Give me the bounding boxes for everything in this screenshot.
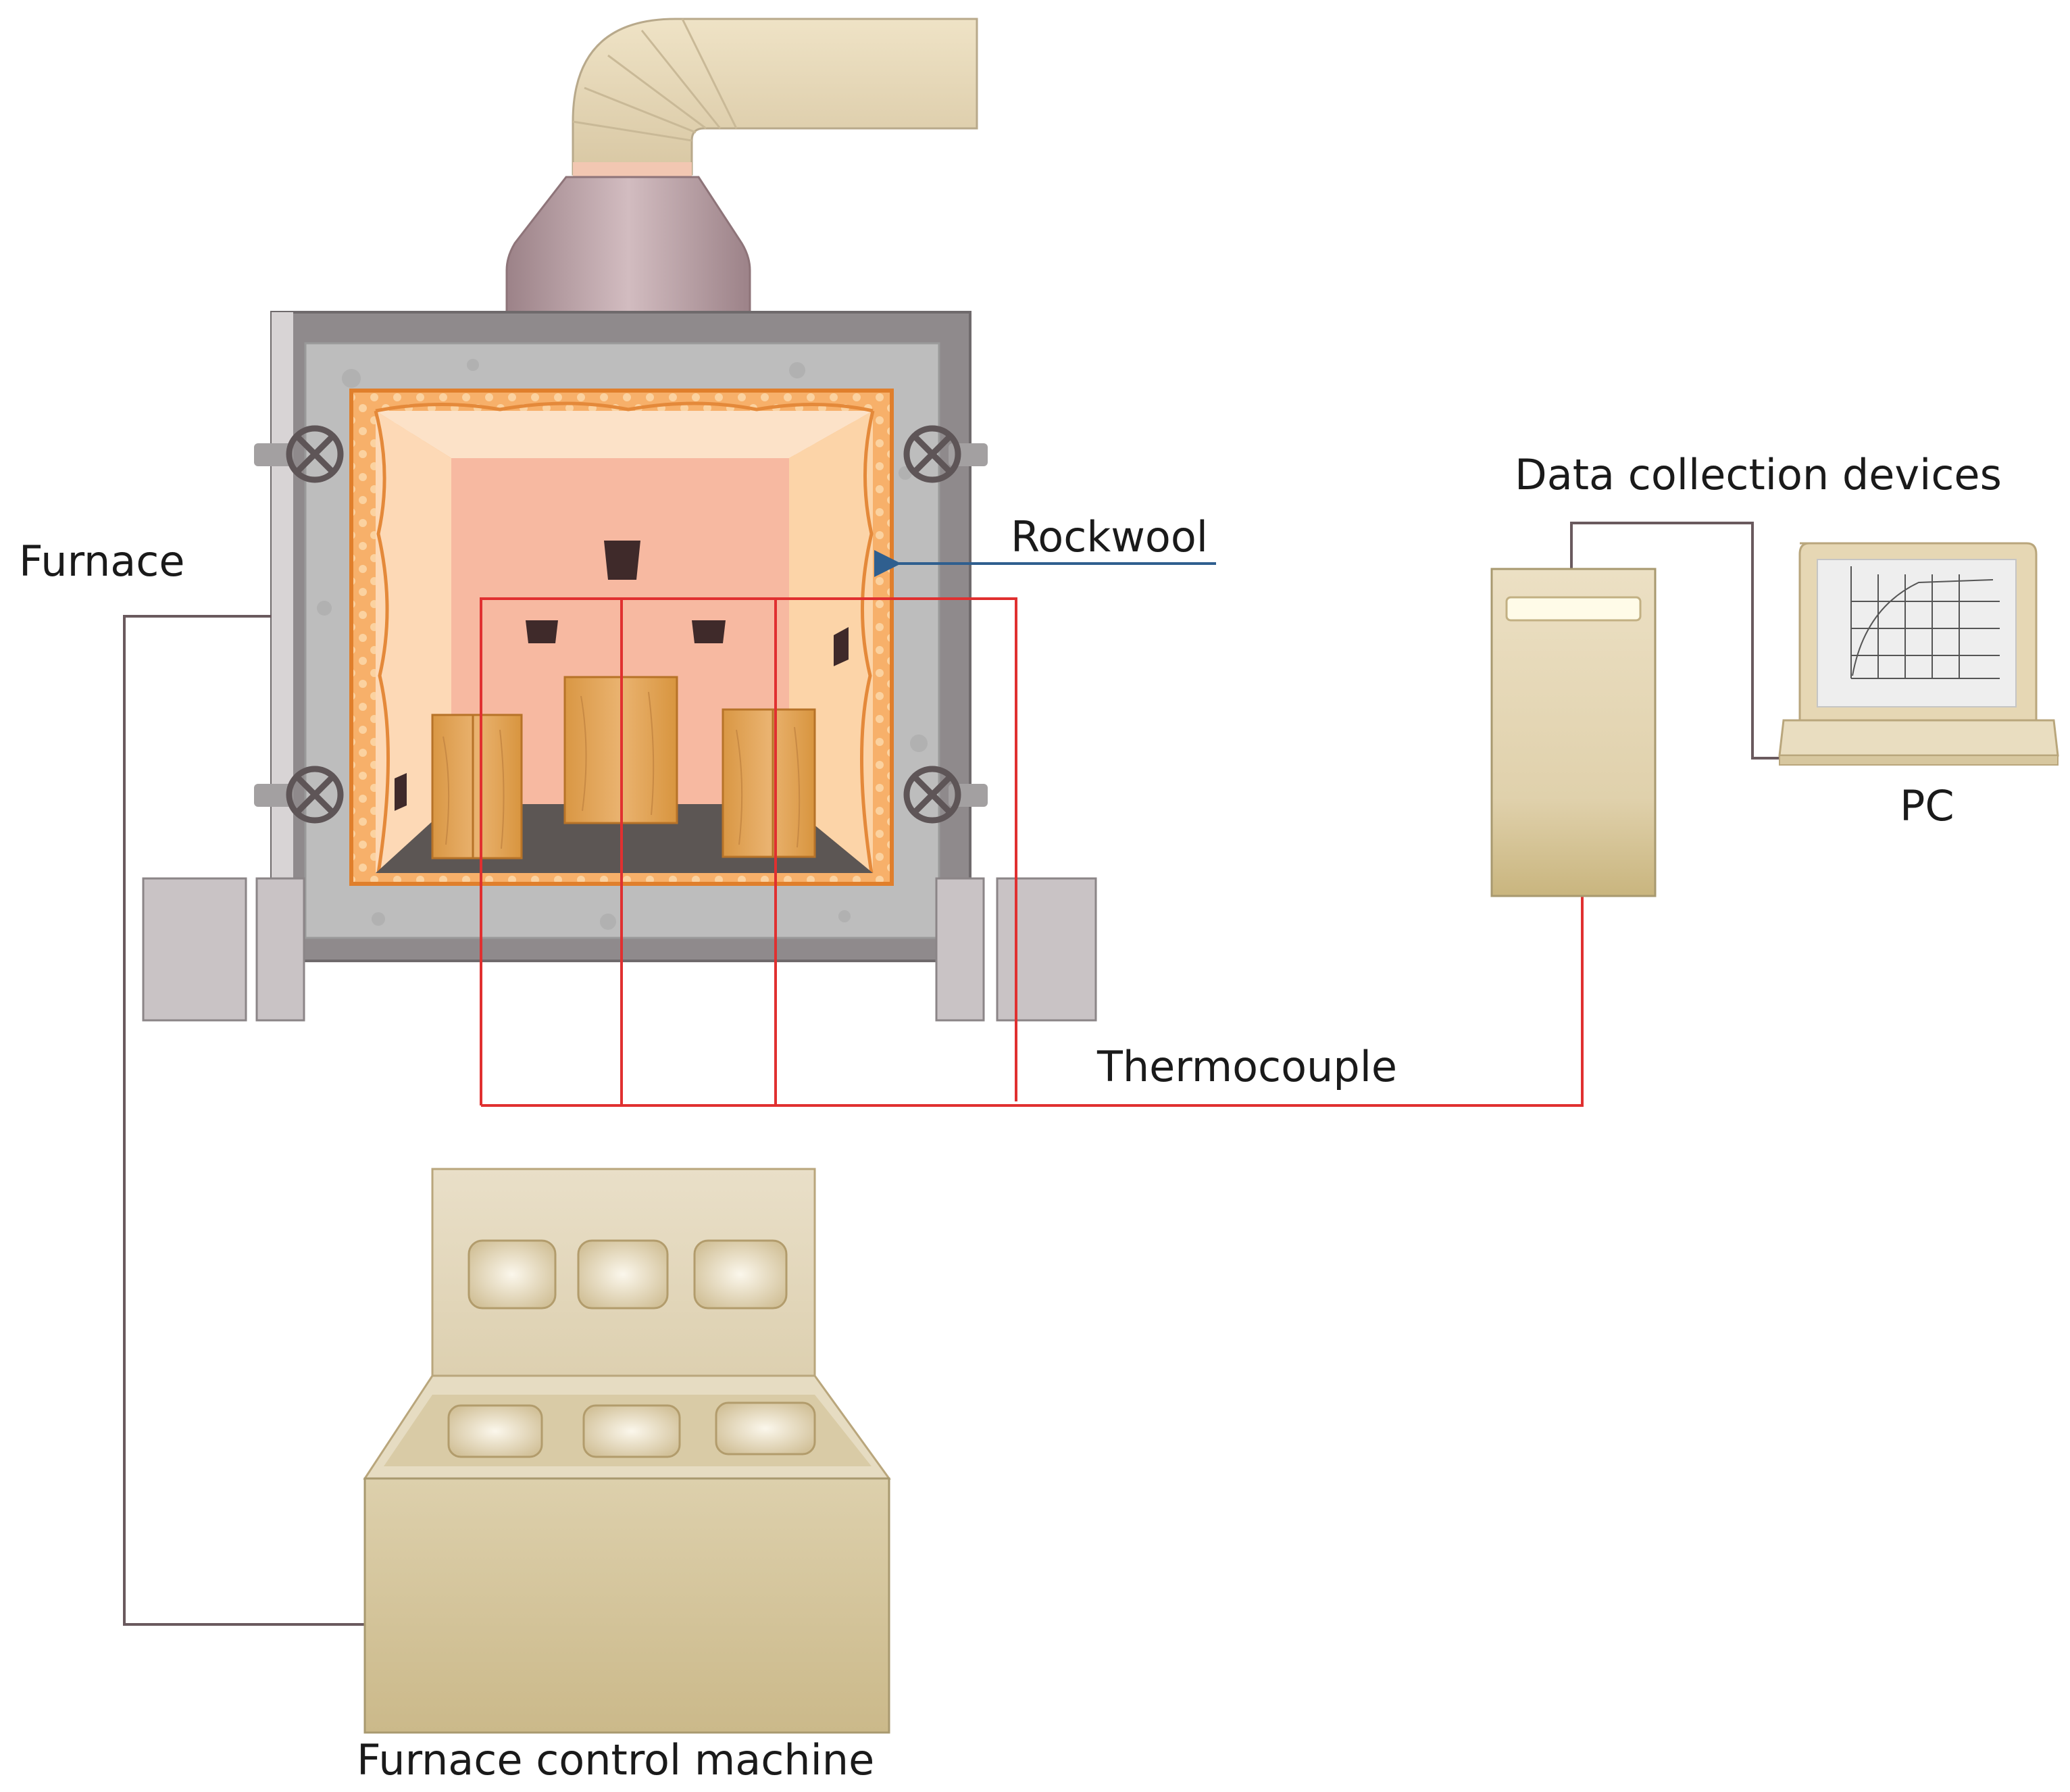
burner-port (395, 773, 407, 811)
laptop-icon (1778, 542, 2059, 766)
exhaust-duct-icon (572, 18, 978, 180)
furnace (142, 18, 1097, 1022)
data-logger-icon (1490, 568, 1657, 897)
wood-specimen (431, 714, 523, 860)
valve-wheel-icon (254, 425, 344, 483)
label-furnace-control-machine: Furnace control machine (357, 1735, 874, 1785)
exhaust-hood (505, 176, 751, 314)
furnace-supports (142, 877, 1097, 1022)
burner-port (526, 620, 558, 643)
label-rockwool: Rockwool (1011, 512, 1208, 562)
thermocouple-wires (480, 597, 1584, 1107)
label-data-collection-devices: Data collection devices (1515, 450, 2002, 499)
valve-wheel-icon (254, 766, 344, 824)
control-console-icon (363, 1168, 891, 1734)
wood-specimen (722, 708, 816, 858)
label-thermocouple: Thermocouple (1096, 1042, 1397, 1091)
burner-port (692, 620, 726, 643)
burner-port (834, 627, 849, 666)
label-furnace: Furnace (19, 537, 185, 586)
signal-wires (123, 522, 1784, 1626)
valve-wheel-icon (903, 766, 988, 824)
pc-chart-thumbnail (1850, 566, 2000, 679)
valve-wheel-icon (903, 425, 988, 483)
label-pc: PC (1900, 781, 1954, 830)
burner-port (604, 541, 640, 580)
